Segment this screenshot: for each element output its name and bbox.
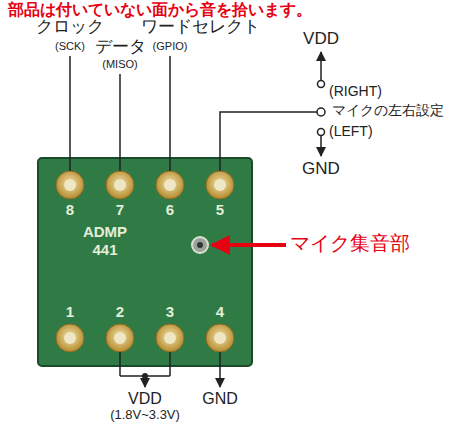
pin-number: 1 [66, 304, 74, 321]
ground-name: GND [302, 160, 340, 179]
junction-dot [142, 373, 148, 379]
pin-number: 4 [216, 304, 224, 321]
pin-number: 5 [216, 202, 224, 219]
pointer-arrow [212, 243, 286, 247]
switch-option: (RIGHT) [329, 84, 382, 99]
part-name: ADMP [83, 224, 127, 241]
pin-number: 6 [166, 202, 174, 219]
power-name: VDD [128, 390, 162, 408]
power-wires [120, 352, 220, 387]
mic-hole [197, 242, 203, 248]
lr-switch [317, 52, 325, 156]
pcb-board [38, 158, 252, 366]
pin-function: (GPIO) [153, 40, 188, 52]
signal-name: ワードセレクト [141, 18, 260, 37]
pin-number: 7 [116, 202, 124, 219]
part-name: 441 [92, 242, 117, 259]
pin-number: 3 [166, 304, 174, 321]
pin-function: (SCK) [55, 40, 85, 52]
note-text: 部品は付いていない面から音を拾います。 [8, 1, 312, 19]
signal-name: クロック [36, 18, 104, 37]
signal-name: データ [95, 38, 146, 57]
pin-number: 8 [66, 202, 74, 219]
voltage-range: (1.8V~3.3V) [110, 408, 180, 422]
signal-wires [70, 56, 317, 171]
callout-label: マイク集音部 [290, 232, 410, 254]
ground-name: GND [202, 390, 238, 408]
setting-name: マイクの左右設定 [332, 103, 444, 118]
pin-number: 2 [116, 304, 124, 321]
power-name: VDD [303, 30, 339, 49]
pin-function: (MISO) [102, 58, 137, 70]
switch-option: (LEFT) [329, 124, 373, 139]
pin-pads [56, 171, 234, 352]
mic-port [192, 237, 208, 253]
